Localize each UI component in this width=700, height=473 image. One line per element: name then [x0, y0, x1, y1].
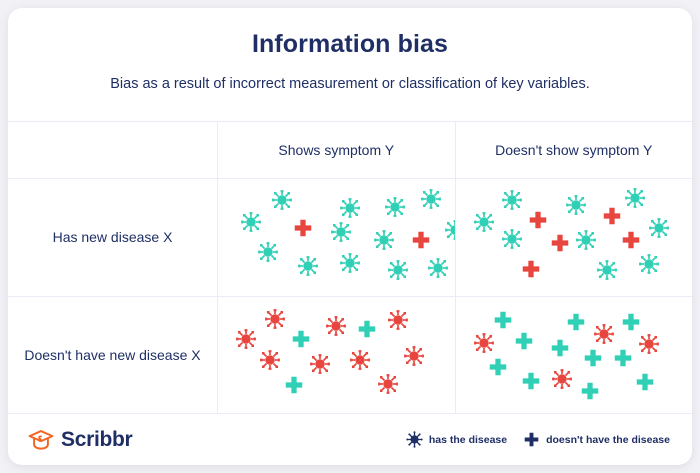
matrix-corner-cell	[8, 122, 217, 178]
bias-matrix-table: Shows symptom Y Doesn't show symptom Y H…	[8, 121, 692, 414]
virus-icon	[473, 332, 495, 354]
virus-icon	[565, 194, 587, 216]
brand-name: Scribbr	[61, 427, 133, 451]
cross-icon	[356, 318, 378, 340]
virus-icon	[593, 323, 615, 345]
virus-icon	[406, 431, 423, 448]
cross-icon	[527, 209, 549, 231]
row-header-has-disease: Has new disease X	[52, 229, 173, 246]
table-row: Has new disease X	[8, 178, 692, 296]
cross-icon	[487, 356, 509, 378]
virus-icon	[339, 197, 361, 219]
infographic-card: Information bias Bias as a result of inc…	[8, 8, 692, 465]
header: Information bias Bias as a result of inc…	[8, 8, 692, 92]
legend: has the disease doesn't have the disease	[406, 431, 670, 448]
quadrant-no-disease-shows-symptom	[217, 297, 455, 414]
virus-icon	[309, 353, 331, 375]
column-header-label: Shows symptom Y	[278, 142, 395, 158]
virus-icon	[387, 259, 409, 281]
virus-icon	[257, 241, 279, 263]
legend-label: has the disease	[428, 433, 508, 446]
virus-icon	[638, 333, 660, 355]
cross-icon	[283, 374, 305, 396]
cross-icon	[601, 205, 623, 227]
virus-icon	[551, 368, 573, 390]
virus-icon	[349, 349, 371, 371]
virus-icon	[271, 189, 293, 211]
page-title: Information bias	[251, 30, 449, 58]
virus-icon	[339, 252, 361, 274]
virus-icon	[384, 196, 406, 218]
virus-icon	[330, 221, 352, 243]
column-header-doesnt-show-symptom: Doesn't show symptom Y	[454, 122, 693, 178]
virus-icon	[575, 229, 597, 251]
cross-icon	[565, 311, 587, 333]
table-header-row: Shows symptom Y Doesn't show symptom Y	[8, 122, 692, 178]
virus-icon	[235, 328, 257, 350]
cross-icon	[582, 347, 604, 369]
virus-icon	[373, 229, 395, 251]
virus-icon	[259, 349, 281, 371]
legend-item-no-disease: doesn't have the disease	[523, 431, 670, 448]
cross-icon	[612, 347, 634, 369]
quadrant-has-disease-shows-symptom	[217, 179, 455, 296]
legend-label: doesn't have the disease	[546, 433, 670, 446]
virus-icon	[427, 257, 449, 279]
virus-icon	[444, 219, 455, 241]
virus-icon	[264, 308, 286, 330]
quadrant-no-disease-no-symptom	[454, 297, 693, 414]
virus-icon	[473, 211, 495, 233]
cross-icon	[523, 431, 540, 448]
virus-icon	[297, 255, 319, 277]
virus-icon	[387, 309, 409, 331]
cross-icon	[290, 328, 312, 350]
virus-icon	[648, 217, 670, 239]
virus-icon	[501, 228, 523, 250]
virus-icon	[501, 189, 523, 211]
table-row: Doesn't have new disease X	[8, 296, 692, 414]
cross-icon	[520, 258, 542, 280]
virus-icon	[596, 259, 618, 281]
virus-icon	[638, 253, 660, 275]
cross-icon	[634, 371, 656, 393]
cross-icon	[492, 309, 514, 331]
cross-icon	[579, 380, 601, 402]
virus-icon	[377, 373, 399, 395]
legend-item-has-disease: has the disease	[406, 431, 507, 448]
column-header-label: Doesn't show symptom Y	[495, 142, 653, 158]
column-header-shows-symptom: Shows symptom Y	[217, 122, 455, 178]
page-subtitle: Bias as a result of incorrect measuremen…	[110, 76, 590, 92]
cross-icon	[620, 311, 642, 333]
cross-icon	[549, 232, 571, 254]
cross-icon	[513, 330, 535, 352]
cross-icon	[520, 370, 542, 392]
footer: Scribbr	[8, 414, 692, 465]
cross-icon	[292, 217, 314, 239]
graduation-cap-icon	[28, 427, 54, 453]
cross-icon	[620, 229, 642, 251]
scribbr-logo[interactable]: Scribbr	[28, 427, 133, 453]
virus-icon	[624, 187, 646, 209]
row-header-no-disease: Doesn't have new disease X	[24, 347, 201, 364]
virus-icon	[240, 211, 262, 233]
virus-icon	[403, 345, 425, 367]
virus-icon	[325, 315, 347, 337]
quadrant-has-disease-no-symptom	[454, 179, 693, 296]
virus-icon	[420, 188, 442, 210]
cross-icon	[410, 229, 432, 251]
cross-icon	[549, 337, 571, 359]
